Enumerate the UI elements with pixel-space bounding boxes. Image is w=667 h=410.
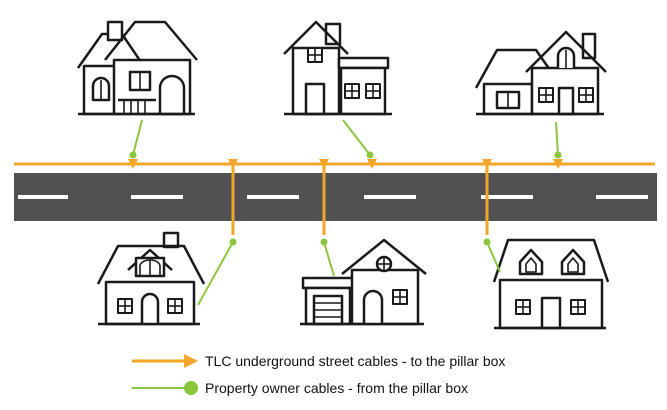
road-center-markings <box>18 195 648 199</box>
dot-marker <box>129 151 562 246</box>
house-icon <box>492 238 610 330</box>
legend-street-cables: TLC underground street cables - to the p… <box>130 351 505 371</box>
house-icon <box>474 30 607 116</box>
road <box>14 173 657 221</box>
owner-cable <box>132 119 559 306</box>
green-dot-line-icon <box>132 381 198 395</box>
house-icon <box>283 20 392 116</box>
legend-street-cables-label: TLC underground street cables - to the p… <box>205 353 506 369</box>
house-icon <box>300 238 427 326</box>
house-icon <box>96 231 206 326</box>
orange-arrow-icon <box>132 354 198 368</box>
house-icon <box>76 20 198 116</box>
legend-owner-cables-label: Property owner cables - from the pillar … <box>205 380 468 396</box>
street-cable <box>14 162 655 235</box>
legend-owner-cables: Property owner cables - from the pillar … <box>130 378 468 398</box>
